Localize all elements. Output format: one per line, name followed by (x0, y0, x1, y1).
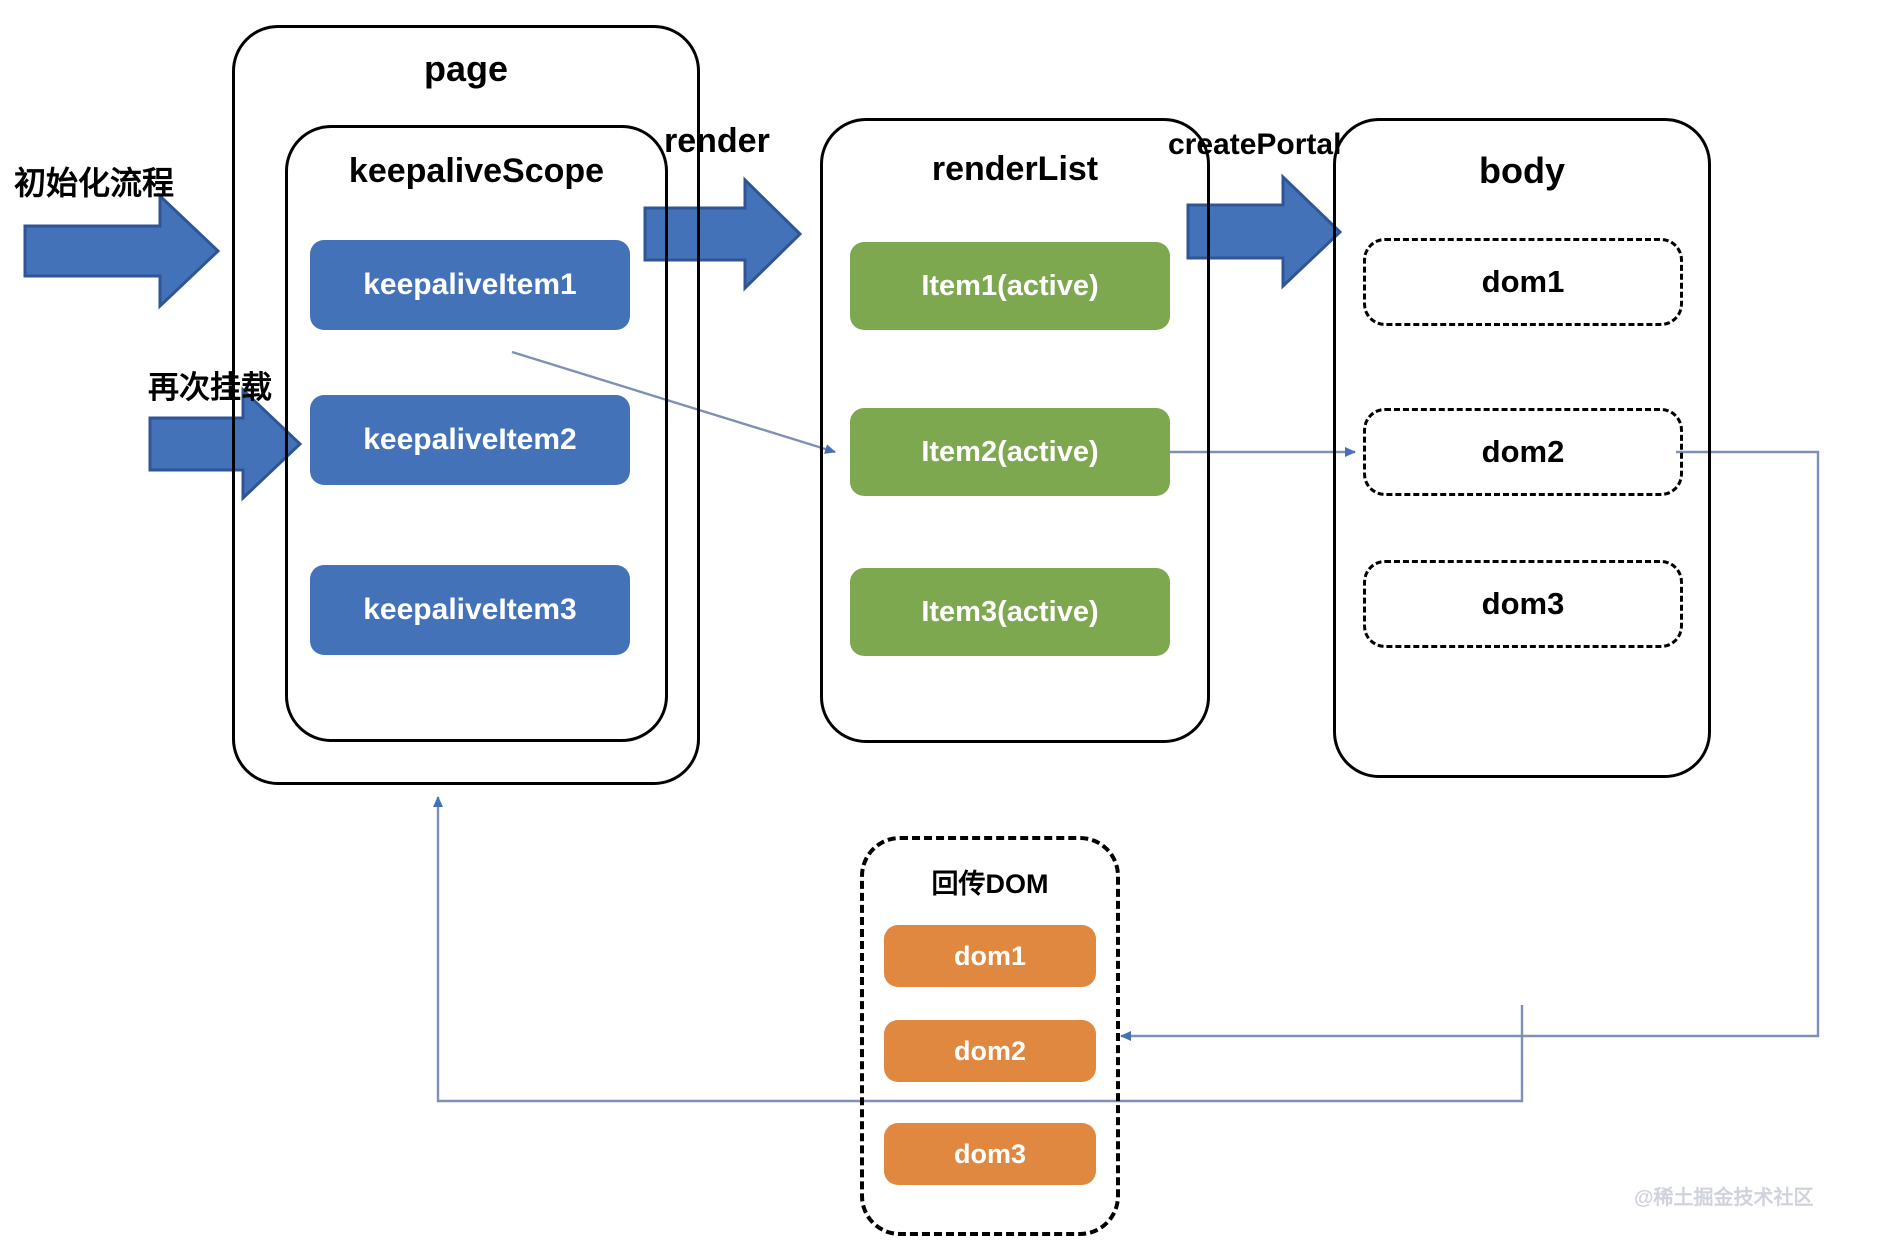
node-return-dom1[interactable]: dom1 (884, 925, 1096, 987)
label-render: render (664, 122, 770, 160)
node-item3-active[interactable]: Item3(active) (850, 568, 1170, 656)
label-create-portal: createPortal (1168, 128, 1342, 161)
container-render-list-title: renderList (931, 150, 1099, 188)
node-keepaliveitem3[interactable]: keepaliveItem3 (310, 565, 630, 655)
container-page (232, 25, 700, 785)
label-remount: 再次挂载 (148, 370, 272, 405)
node-keepaliveitem2[interactable]: keepaliveItem2 (310, 395, 630, 485)
container-return-dom (860, 836, 1120, 1236)
node-item1-active[interactable]: Item1(active) (850, 242, 1170, 330)
watermark: @稀土掘金技术社区 (1634, 1187, 1814, 1209)
node-dom3[interactable]: dom3 (1363, 560, 1683, 648)
node-return-dom2[interactable]: dom2 (884, 1020, 1096, 1082)
container-render-list (820, 118, 1210, 743)
node-dom1[interactable]: dom1 (1363, 238, 1683, 326)
node-keepaliveitem1[interactable]: keepaliveItem1 (310, 240, 630, 330)
block-arrow-createportal (1186, 173, 1343, 290)
container-body-title: body (1479, 150, 1565, 191)
node-item2-active[interactable]: Item2(active) (850, 408, 1170, 496)
block-arrow-init (23, 192, 221, 310)
node-dom2[interactable]: dom2 (1363, 408, 1683, 496)
container-body (1333, 118, 1711, 778)
container-return-dom-title: 回传DOM (931, 869, 1049, 899)
container-page-title: page (423, 48, 509, 89)
label-init-flow: 初始化流程 (14, 165, 175, 201)
node-return-dom3[interactable]: dom3 (884, 1123, 1096, 1185)
container-keepalive-scope-title: keepaliveScope (348, 152, 605, 190)
container-keepalive-scope (285, 125, 668, 742)
